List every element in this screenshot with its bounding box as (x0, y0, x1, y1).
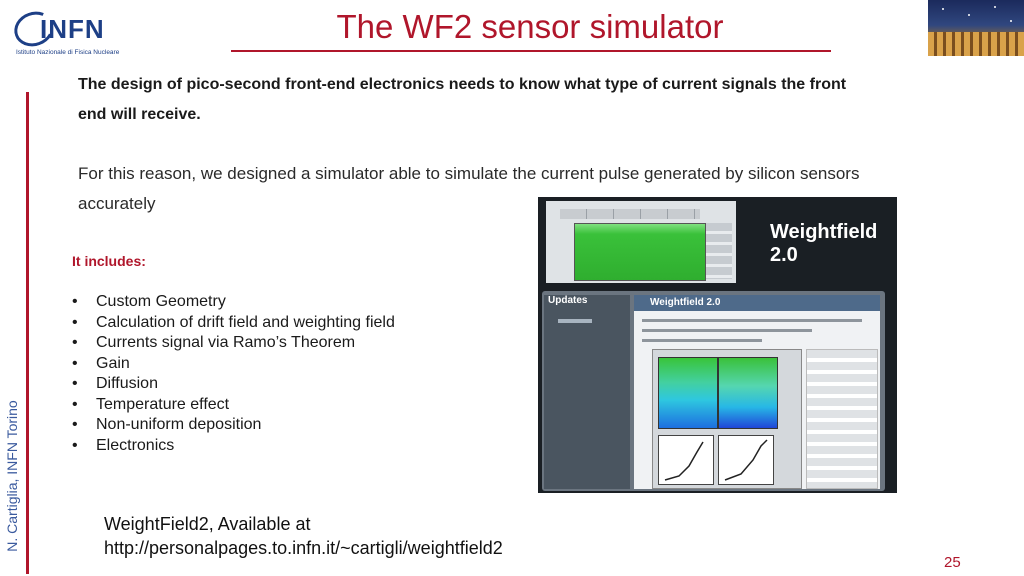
feature-item: Diffusion (72, 374, 395, 395)
logo-subtitle: Istituto Nazionale di Fisica Nucleare (16, 49, 120, 56)
feature-item: Non-uniform deposition (72, 415, 395, 436)
app-window-preview (546, 201, 736, 283)
infn-logo: INFN Istituto Nazionale di Fisica Nuclea… (9, 6, 134, 60)
reason-paragraph: For this reason, we designed a simulator… (78, 164, 860, 213)
feature-item: Calculation of drift field and weighting… (72, 313, 395, 334)
content-pane-header (634, 295, 880, 311)
feature-item: Gain (72, 354, 395, 375)
settings-controls (806, 349, 878, 489)
page-number: 25 (944, 554, 961, 571)
current-graph (658, 435, 714, 485)
field-plot (574, 223, 706, 281)
feature-list: Custom Geometry Calculation of drift fie… (72, 292, 395, 456)
availability-text: WeightField2, Available at (104, 514, 311, 534)
logo-mark: INFN (40, 14, 105, 44)
side-accent-bar (26, 92, 29, 574)
includes-heading: It includes: (72, 253, 146, 269)
torino-photo (928, 0, 1024, 56)
slide-title: The WF2 sensor simulator (336, 8, 724, 45)
updates-label: Updates (548, 295, 588, 306)
signal-graph (718, 435, 774, 485)
intro-paragraph: The design of pico-second front-end elec… (78, 76, 847, 123)
feature-item: Temperature effect (72, 395, 395, 416)
weightfield-screenshot: Weightfield 2.0 Updates Weightfield 2.0 (538, 197, 897, 493)
feature-item: Currents signal via Ramo’s Theorem (72, 333, 395, 354)
author-side-label: N. Cartiglia, INFN Torino (4, 400, 20, 552)
weightfield-url[interactable]: http://personalpages.to.infn.it/~cartigl… (104, 538, 503, 558)
content-pane-title: Weightfield 2.0 (650, 297, 721, 308)
title-underline (231, 50, 831, 52)
weighting-field-map (718, 357, 778, 429)
updates-pane (544, 295, 630, 489)
weightfield-brand: Weightfield 2.0 (770, 221, 878, 266)
drift-field-map (658, 357, 718, 429)
updates-link (558, 319, 592, 323)
feature-item: Electronics (72, 436, 395, 457)
feature-item: Custom Geometry (72, 292, 395, 313)
